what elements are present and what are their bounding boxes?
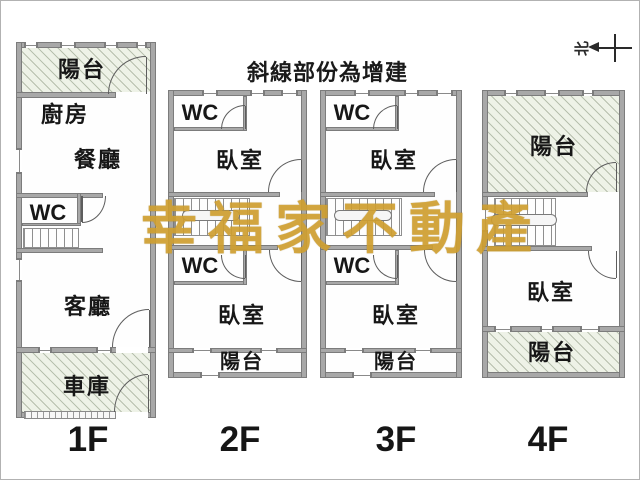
garage-roll-door [24, 411, 116, 419]
window [136, 42, 147, 48]
window [192, 348, 212, 353]
room-label-bedroom-upper: 臥室 [215, 148, 264, 173]
wall [301, 90, 307, 378]
window [482, 208, 488, 232]
room-label-bedroom-lower: 臥室 [217, 303, 266, 328]
room-label-wc-lower: WC [181, 253, 219, 278]
room-label-balcony: 陽台 [57, 57, 106, 82]
stairs [23, 228, 79, 248]
wall [16, 42, 22, 418]
wall [168, 245, 278, 250]
wall [456, 90, 462, 378]
window [16, 258, 22, 282]
floor-label-1f: 1F [67, 420, 109, 459]
window [436, 90, 453, 96]
window [582, 90, 594, 96]
room-label-bedroom: 臥室 [526, 280, 575, 305]
window [60, 42, 76, 48]
wall [174, 281, 247, 285]
floor-label-3f: 3F [375, 420, 417, 459]
wall [16, 92, 116, 98]
door-arc [81, 196, 106, 223]
room-label-living: 客廳 [63, 294, 112, 319]
room-label-wc-lower: WC [333, 253, 371, 278]
wall [320, 245, 433, 250]
wall [619, 90, 625, 378]
room-label-dining: 餐廳 [73, 147, 122, 172]
door-arc [221, 105, 246, 129]
wall [168, 192, 280, 197]
window [96, 347, 112, 353]
room-label-wc-upper: WC [333, 100, 371, 125]
wall [326, 281, 399, 285]
window [344, 348, 364, 353]
window [202, 90, 218, 96]
balcony-hatch [488, 96, 619, 192]
north-indicator: 北 [572, 28, 636, 68]
wall [16, 248, 103, 253]
room-label-balcony: 陽台 [374, 351, 418, 373]
wall [482, 372, 625, 378]
wall [320, 192, 435, 197]
wall [22, 223, 81, 226]
wall [16, 347, 156, 353]
window [38, 347, 52, 353]
room-label-balcony-lower: 陽台 [527, 340, 576, 365]
room-label-bedroom-upper: 臥室 [369, 148, 418, 173]
window [352, 372, 372, 378]
window [200, 372, 220, 378]
room-label-wc: WC [29, 200, 67, 225]
window [504, 90, 518, 96]
wall [320, 90, 326, 378]
window [250, 90, 265, 96]
room-label-garage: 車庫 [62, 374, 111, 399]
stair-rail [182, 210, 240, 221]
room-label-kitchen: 廚房 [40, 102, 89, 127]
north-cross-line [614, 34, 616, 62]
floor-label-2f: 2F [219, 420, 261, 459]
door-arc [588, 251, 617, 279]
window [104, 42, 118, 48]
window [354, 90, 370, 96]
window [260, 348, 278, 353]
floor-label-4f: 4F [527, 420, 569, 459]
wall [482, 192, 588, 197]
window [544, 90, 560, 96]
plan-title: 斜線部份為增建 [247, 60, 409, 85]
wall [482, 90, 488, 378]
floorplan-3f: WC 臥室 WC 臥室 陽台 [320, 90, 462, 378]
door-gap [116, 347, 148, 353]
room-label-balcony: 陽台 [220, 351, 264, 373]
north-arrow-icon [588, 42, 599, 52]
door-arc [373, 105, 398, 129]
stair-rail [334, 210, 392, 221]
window [414, 348, 432, 353]
window [281, 90, 298, 96]
watermark-text: 幸福家不動產 [141, 199, 543, 261]
floorplan-1f: 陽台 廚房 餐廳 WC 客廳 車庫 [16, 42, 156, 419]
room-label-bedroom-lower: 臥室 [371, 303, 420, 328]
room-label-wc-upper: WC [181, 100, 219, 125]
wall [168, 348, 307, 353]
wall [320, 348, 462, 353]
stair-rail [491, 214, 557, 226]
window [24, 42, 38, 48]
wall [150, 42, 156, 418]
room-label-balcony-upper: 陽台 [529, 134, 578, 159]
floorplan-4f: 陽台 臥室 陽台 [482, 90, 625, 378]
balcony-hatch [488, 332, 619, 372]
door-gap [116, 412, 148, 418]
wall [16, 193, 103, 198]
wall [168, 90, 174, 378]
window [16, 148, 22, 174]
window [540, 326, 554, 332]
window [404, 90, 419, 96]
window [580, 326, 600, 332]
wall [482, 246, 592, 251]
floorplan-2f: WC 臥室 WC 臥室 陽台 [168, 90, 307, 378]
window [494, 326, 512, 332]
